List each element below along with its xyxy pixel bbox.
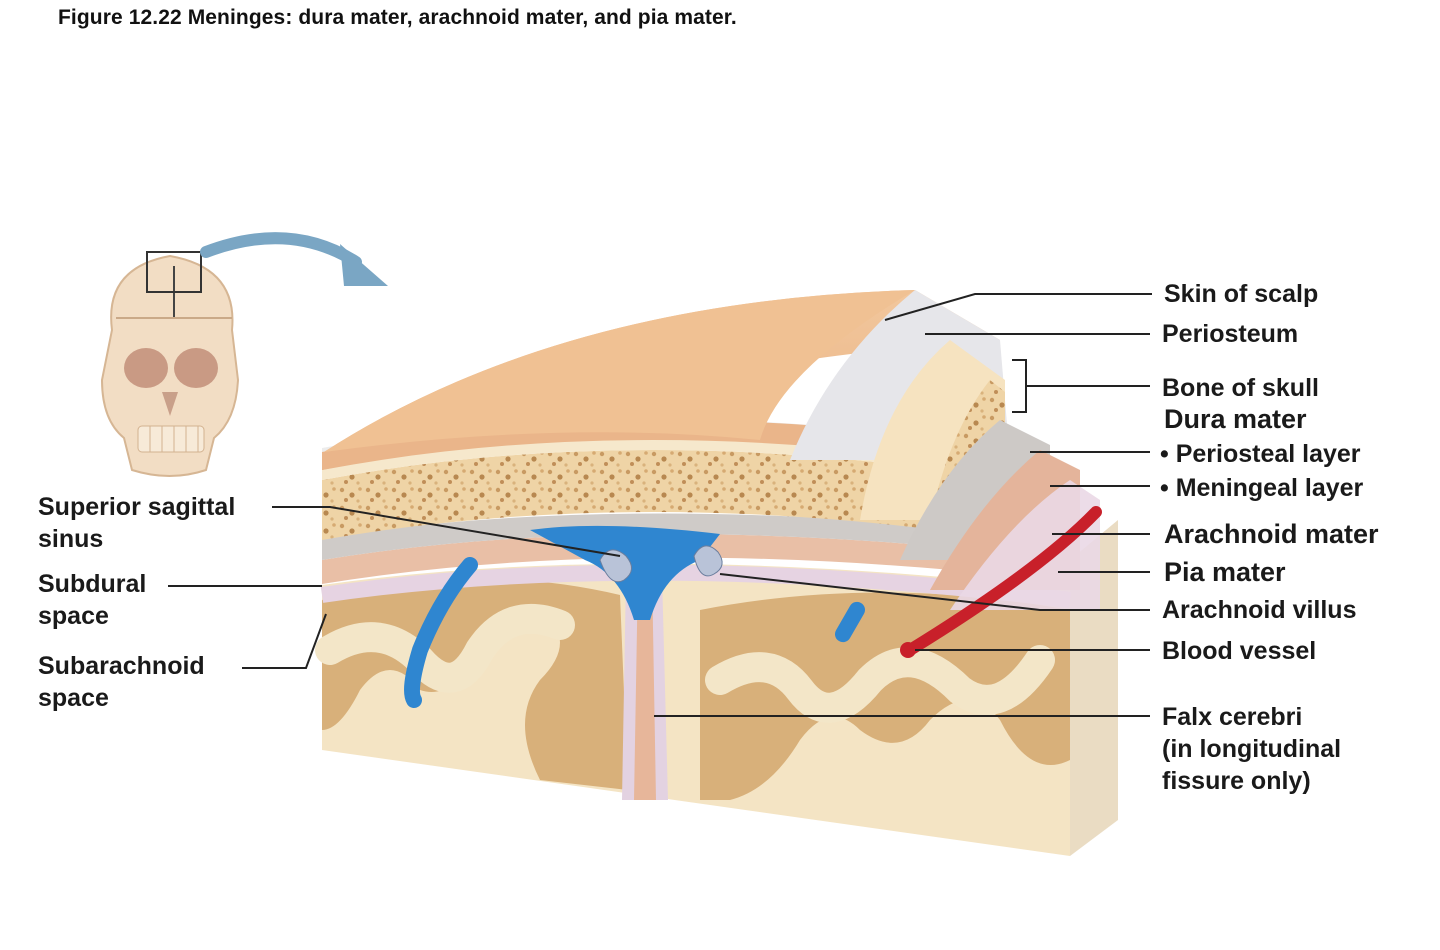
skull-icon [100, 251, 240, 477]
label-subarachnoid-space: Subarachnoid space [38, 650, 205, 714]
label-subarachnoid-line1: Subarachnoid [38, 652, 205, 680]
label-superior-sagittal-sinus: Superior sagittal sinus [38, 491, 235, 555]
magnify-arrow [200, 232, 388, 286]
label-falx-cerebri: Falx cerebri (in longitudinal fissure on… [1162, 701, 1341, 797]
label-falx-cerebri-line3: fissure only) [1162, 767, 1311, 795]
label-periosteum: Periosteum [1162, 320, 1299, 348]
label-subdural-line2: space [38, 602, 109, 630]
label-subdural-space: Subdural space [38, 568, 146, 632]
label-arachnoid-mater: Arachnoid mater [1164, 519, 1379, 549]
dura-periosteal-band [322, 513, 1070, 560]
label-falx-cerebri-line2: (in longitudinal [1162, 735, 1342, 763]
label-bone-of-skull: Bone of skull [1162, 374, 1319, 402]
label-superior-sagittal-line1: Superior sagittal [38, 493, 236, 521]
label-subdural-line1: Subdural [38, 570, 147, 598]
figure-caption: Figure 12.22 Meninges: dura mater, arach… [58, 6, 737, 29]
label-falx-cerebri-line1: Falx cerebri [1162, 703, 1303, 731]
label-meningeal-layer: • Meningeal layer [1160, 474, 1364, 502]
label-skin-of-scalp: Skin of scalp [1164, 280, 1319, 308]
dura-meningeal-band [322, 534, 1070, 584]
label-dura-mater: Dura mater [1164, 404, 1307, 434]
label-pia-mater: Pia mater [1164, 557, 1286, 587]
leader-lines [168, 293, 1152, 717]
skull-bone-band [322, 450, 1010, 540]
label-arachnoid-villus: Arachnoid villus [1162, 596, 1357, 624]
arachnoid-step [950, 480, 1100, 610]
cortex-right [700, 592, 1070, 800]
label-blood-vessel: Blood vessel [1162, 637, 1317, 665]
label-periosteal-layer: • Periosteal layer [1160, 440, 1361, 468]
label-subarachnoid-line2: space [38, 684, 109, 712]
blood-vessel [904, 506, 1102, 656]
label-superior-sagittal-line2: sinus [38, 525, 104, 553]
